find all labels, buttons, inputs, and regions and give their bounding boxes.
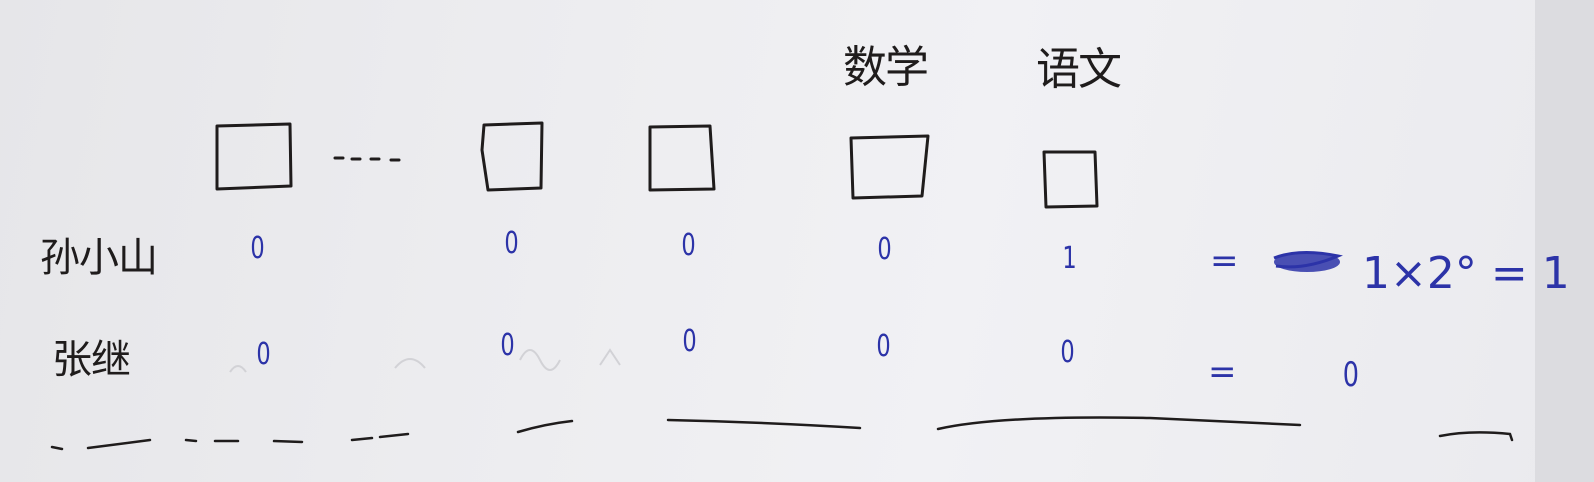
checkbox-4 <box>849 134 930 200</box>
bit-2-1: 0 <box>256 337 271 372</box>
bit-2-2: 0 <box>500 328 515 363</box>
student-name-1: 孙小山 <box>40 235 158 281</box>
bit-2-5: 0 <box>1060 335 1075 370</box>
checkbox-squares <box>215 121 1099 209</box>
bit-1-4: 0 <box>877 232 892 267</box>
ellipsis-dashes <box>333 156 401 162</box>
show-through-marks <box>229 348 621 373</box>
crossed-out-scribble <box>1273 250 1343 272</box>
student-name-2: 张继 <box>52 337 131 383</box>
bit-1-1: 0 <box>250 231 265 266</box>
bit-2-3: 0 <box>682 324 697 359</box>
bottom-lines <box>50 416 1514 451</box>
checkbox-3 <box>648 124 716 192</box>
bit-1-2: 0 <box>504 226 519 261</box>
equals-sign-1: = <box>1210 241 1239 281</box>
subject-label-chinese: 语文 <box>1036 44 1122 95</box>
bit-2-4: 0 <box>876 329 891 364</box>
bit-1-3: 0 <box>681 228 696 263</box>
subject-label-math: 数学 <box>843 42 929 93</box>
equals-sign-2: = <box>1208 352 1237 392</box>
result-2: 0 <box>1342 355 1359 395</box>
checkbox-5 <box>1042 150 1099 209</box>
result-1: 1×2° = 1 <box>1362 248 1570 299</box>
checkbox-1 <box>215 122 293 191</box>
bit-1-5: 1 <box>1062 241 1077 276</box>
paper-edge-shadow <box>1535 0 1594 482</box>
checkbox-2 <box>480 121 544 192</box>
